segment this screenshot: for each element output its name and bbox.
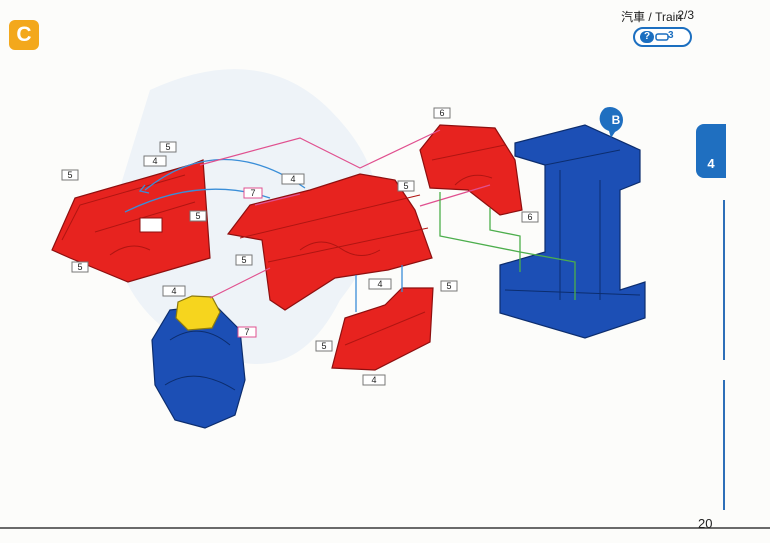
guide-line-green	[489, 208, 521, 272]
yellow-piece	[175, 295, 221, 331]
callout-4: 4	[143, 155, 167, 167]
callout-6: 6	[433, 107, 451, 119]
guide-line	[254, 193, 301, 206]
guide-line	[419, 184, 491, 207]
callout-7: 7	[237, 326, 257, 338]
callout-5: 5	[61, 169, 79, 181]
footer-rule	[0, 527, 770, 529]
svg-text:5: 5	[446, 281, 451, 291]
red-piece-lower	[331, 287, 434, 371]
model-page-indicator: 2/3	[677, 8, 694, 22]
callout-5: 5	[235, 254, 253, 266]
question-icon: ?	[640, 31, 654, 43]
page-number: 20	[698, 516, 713, 531]
svg-text:6: 6	[527, 212, 532, 222]
model-title: 汽車 / Train	[621, 10, 682, 24]
svg-text:4: 4	[171, 286, 176, 296]
connector-icon	[655, 33, 669, 41]
blue-column-piece	[151, 295, 246, 429]
svg-text:5: 5	[67, 170, 72, 180]
callout-7: 7	[243, 187, 263, 199]
svg-text:B: B	[612, 113, 621, 127]
subassembly-marker	[599, 106, 623, 138]
svg-text:5: 5	[403, 181, 408, 191]
help-badge: ? 3	[633, 27, 692, 47]
svg-text:4: 4	[377, 279, 382, 289]
step-badge: C	[9, 20, 39, 50]
svg-text:7: 7	[244, 327, 249, 337]
subassembly-label: B	[612, 113, 621, 127]
guide-line	[199, 129, 441, 169]
svg-text:4: 4	[152, 156, 157, 166]
svg-text:5: 5	[77, 262, 82, 272]
guide-line	[209, 267, 271, 299]
callout-5: 5	[71, 261, 89, 273]
callout-4: 4	[281, 173, 305, 185]
svg-text:6: 6	[439, 108, 444, 118]
svg-text:4: 4	[371, 375, 376, 385]
svg-text:5: 5	[165, 142, 170, 152]
callout-5: 5	[397, 180, 415, 192]
callout-5: 5	[159, 141, 177, 153]
chapter-tab	[696, 124, 726, 178]
callout-6: 6	[521, 211, 539, 223]
svg-text:7: 7	[250, 188, 255, 198]
svg-text:5: 5	[195, 211, 200, 221]
chapter-tab-label: 4	[707, 156, 715, 171]
red-panel-center	[226, 173, 433, 311]
callout-4: 4	[368, 278, 392, 290]
help-count: 3	[668, 30, 674, 41]
callout-5: 5	[315, 340, 333, 352]
callout-4: 4	[162, 285, 186, 297]
callout-5: 5	[440, 280, 458, 292]
blue-frame-assembly	[499, 124, 646, 339]
callout-4: 4	[362, 374, 386, 386]
arrowhead	[138, 184, 150, 194]
svg-text:5: 5	[321, 341, 326, 351]
red-panel-left	[51, 159, 211, 283]
callout-5: 5	[189, 210, 207, 222]
red-piece-top-right	[419, 124, 523, 216]
svg-text:5: 5	[241, 255, 246, 265]
svg-text:4: 4	[290, 174, 295, 184]
